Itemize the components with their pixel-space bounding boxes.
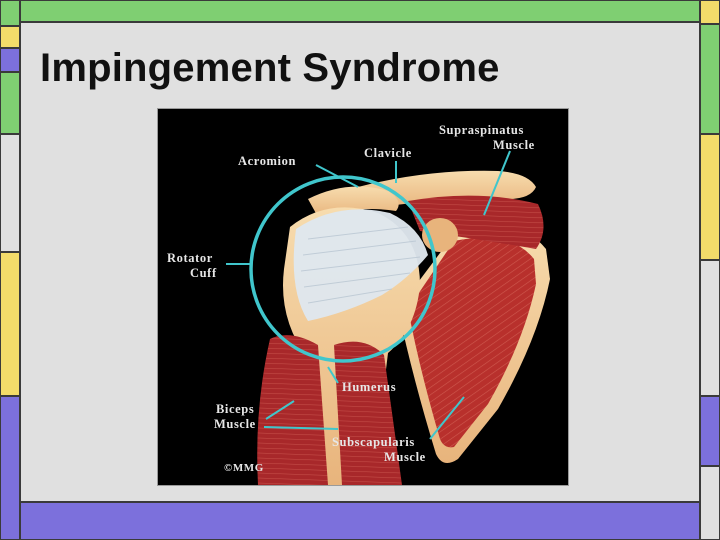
frame-bottom-bar [20, 502, 700, 540]
impingement-circle [249, 175, 437, 363]
supraspinatus-muscle [408, 195, 544, 249]
shoulder-anatomy-figure: Supraspinatus Muscle Clavicle Acromion R… [157, 108, 569, 486]
label-acromion: Acromion [238, 154, 296, 168]
biceps-muscle [257, 335, 328, 485]
frame-right-block [700, 0, 720, 24]
slide-title: Impingement Syndrome [40, 46, 500, 90]
frame-left-block [0, 48, 20, 72]
label-biceps-line1: Biceps [216, 402, 254, 416]
frame-left-block [0, 26, 20, 48]
label-biceps-line2: Muscle [214, 417, 256, 431]
subscapularis-muscle [408, 237, 536, 448]
frame-right-block [700, 396, 720, 466]
frame-right-block [700, 260, 720, 396]
frame-right-block [700, 466, 720, 540]
frame-left-block [0, 396, 20, 540]
frame-left-block [0, 0, 20, 26]
frame-left-block [0, 134, 20, 252]
tendon-fibers [300, 226, 421, 304]
label-rotator-line1: Rotator [167, 251, 213, 265]
label-pointers [226, 150, 511, 440]
frame-top-bar [20, 0, 700, 22]
copyright-text: ©MMG [224, 462, 264, 474]
label-clavicle: Clavicle [364, 146, 412, 160]
label-supraspinatus-line2: Muscle [493, 138, 535, 152]
label-humerus: Humerus [342, 380, 396, 394]
label-rotator-line2: Cuff [190, 266, 217, 280]
rotator-cuff-tendon [293, 209, 428, 321]
biceps-muscle [334, 341, 402, 485]
label-subscapularis-line2: Muscle [384, 450, 426, 464]
label-subscapularis-line1: Subscapularis [332, 435, 415, 449]
frame-right-block [700, 24, 720, 134]
frame-left-block [0, 252, 20, 396]
label-supraspinatus-line1: Supraspinatus [439, 123, 524, 137]
frame-right-block [700, 134, 720, 260]
frame-left-block [0, 72, 20, 134]
shoulder-anatomy-illustration: Supraspinatus Muscle Clavicle Acromion R… [158, 109, 568, 485]
